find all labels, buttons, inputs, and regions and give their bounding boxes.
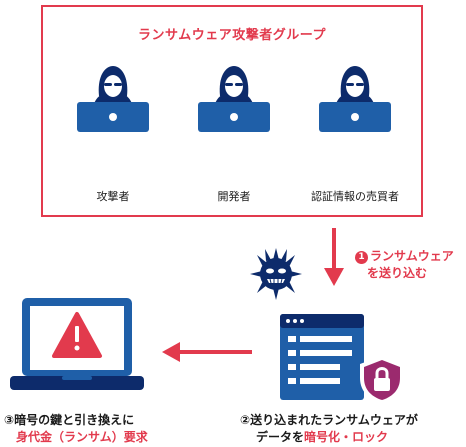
attacker-group-box: ランサムウェア攻撃者グループ 攻撃者 開発者 <box>41 5 423 217</box>
step2-line1: ②送り込まれたランサムウェアが <box>240 413 418 427</box>
step2-line2-emphasis: 暗号化・ロック <box>304 430 389 444</box>
encrypted-server-icon <box>280 314 404 404</box>
virus-icon <box>250 248 302 300</box>
hooded-hacker-laptop-icon <box>319 66 391 132</box>
member-label: 認証情報の売買者 <box>311 190 399 203</box>
group-title: ランサムウェア攻撃者グループ <box>138 28 326 43</box>
member-credential-broker: 認証情報の売買者 <box>300 62 410 203</box>
step3-line1: ③暗号の鍵と引き換えに <box>4 413 135 427</box>
step1-line1: ランサムウェア <box>370 249 454 263</box>
member-attacker: 攻撃者 <box>58 62 168 203</box>
member-developer: 開発者 <box>179 62 289 203</box>
arrow-left-icon <box>162 342 252 362</box>
member-label: 攻撃者 <box>96 190 130 203</box>
step2-label: ②送り込まれたランサムウェアが データを暗号化・ロック <box>240 412 418 446</box>
step3-label: ③暗号の鍵と引き換えに 身代金（ランサム）要求 <box>4 412 148 446</box>
hooded-hacker-laptop-icon <box>198 66 270 132</box>
step3-line2: 身代金（ランサム）要求 <box>16 430 148 444</box>
step1-line2: を送り込む <box>367 266 428 280</box>
step1-number-badge: 1 <box>355 251 368 264</box>
step2-line2-prefix: データを <box>256 430 305 444</box>
warning-laptop-icon <box>10 298 144 390</box>
hooded-hacker-laptop-icon <box>77 66 149 132</box>
member-label: 開発者 <box>217 190 251 203</box>
arrow-down-icon <box>324 228 344 286</box>
